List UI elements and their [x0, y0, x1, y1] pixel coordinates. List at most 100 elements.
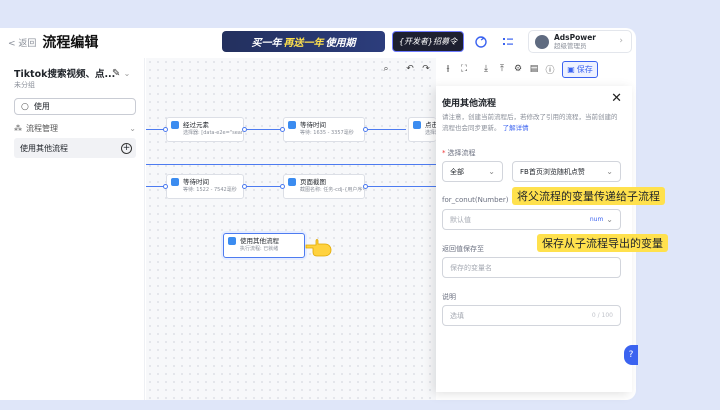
- search-icon[interactable]: ⌕: [383, 64, 389, 74]
- log-icon[interactable]: ▤: [529, 64, 539, 74]
- left-sidebar: Tiktok搜索视频、点... 未分组 ✎ ⌄ ○ 使用 ⁂ 流程管理 ⌄ 使用…: [0, 58, 145, 400]
- node-title: 页面截图: [300, 178, 326, 186]
- connector-line: [146, 186, 166, 187]
- node-port[interactable]: [163, 127, 168, 132]
- flow-node[interactable]: 等待时间 等待: 1635 - 3357毫秒: [283, 117, 365, 142]
- promo-highlight: 再送一年: [283, 38, 324, 49]
- notice-text: 请注意，创建当前流程后，若修改了引用的流程，当前创建的流程也会同步更新。: [442, 113, 618, 132]
- promo-suffix: 使用期: [325, 38, 356, 49]
- search-icon: ○: [21, 101, 29, 112]
- node-port[interactable]: [242, 184, 247, 189]
- tree-icon: ⁂: [14, 124, 22, 133]
- node-port[interactable]: [280, 127, 285, 132]
- node-port[interactable]: [242, 127, 247, 132]
- group-select[interactable]: 全部 ⌄: [442, 161, 503, 182]
- search-input[interactable]: ○ 使用: [14, 98, 136, 115]
- settings-icon[interactable]: ⚙: [513, 64, 523, 74]
- chevron-right-icon: ›: [619, 36, 623, 46]
- connector-line: [366, 129, 406, 130]
- info-icon[interactable]: ⓘ: [545, 65, 555, 76]
- node-desc: 执行流程: 已就绪: [240, 246, 279, 252]
- node-title: 经过元素: [183, 121, 209, 129]
- node-port[interactable]: [363, 184, 368, 189]
- pointing-hand-icon: [305, 236, 333, 258]
- export-icon[interactable]: ⤒: [500, 64, 504, 74]
- flow-canvas[interactable]: 经过元素 选择器: [data-e2e="search-vi... 等待时间 等…: [146, 58, 445, 400]
- refresh-icon[interactable]: [473, 34, 489, 50]
- fit-view-icon[interactable]: ⛶: [460, 64, 468, 74]
- select-flow-label: *选择流程: [442, 148, 476, 158]
- param-placeholder: 默认值: [450, 215, 471, 224]
- flow-name: Tiktok搜索视频、点...: [14, 69, 116, 80]
- node-icon: [228, 237, 236, 245]
- page-title: 流程编辑: [42, 35, 99, 51]
- node-desc: 截图名称: 任务-cdj-{用户序号}: [300, 187, 364, 193]
- node-icon: [413, 121, 421, 129]
- back-link[interactable]: < 返回: [8, 38, 37, 49]
- char-count: 0 / 100: [591, 312, 613, 319]
- task-list-icon[interactable]: [500, 34, 516, 50]
- desc-label: 说明: [442, 293, 456, 301]
- help-float-button[interactable]: ?: [624, 345, 638, 365]
- node-port[interactable]: [280, 184, 285, 189]
- flow-node[interactable]: 页面截图 截图名称: 任务-cdj-{用户序号}: [283, 174, 365, 199]
- save-to-label: 返回值保存至: [442, 245, 484, 253]
- flow-select-value: FB首页浏览随机点赞: [520, 167, 585, 176]
- import-icon[interactable]: ⤓: [484, 64, 488, 74]
- flow-node[interactable]: 经过元素 选择器: [data-e2e="search-vi...: [166, 117, 244, 142]
- learn-more-link[interactable]: 了解详情: [502, 124, 529, 132]
- flow-node[interactable]: 点击元 选择器: [data-...: [408, 117, 445, 142]
- select-flow-label-text: 选择流程: [447, 149, 476, 157]
- chevron-down-icon: ⌄: [129, 124, 136, 133]
- promo-banner[interactable]: 买一年 再送一年 使用期: [222, 31, 385, 52]
- node-desc: 选择器: [data-e2e="search-vi...: [183, 130, 243, 136]
- node-port[interactable]: [163, 184, 168, 189]
- save-label: 保存: [576, 64, 593, 74]
- flow-node[interactable]: 等待时间 等待: 1522 - 7542毫秒: [166, 174, 244, 199]
- param-label: for_conut(Number): [442, 196, 509, 204]
- connector-line: [146, 129, 166, 130]
- search-value: 使用: [33, 102, 50, 111]
- undo-icon[interactable]: ↶: [406, 64, 414, 74]
- align-icon[interactable]: ⫲: [446, 64, 450, 74]
- node-icon: [171, 178, 179, 186]
- promo-prefix: 买一年: [251, 38, 282, 49]
- chevron-down-icon: ⌄: [606, 215, 613, 224]
- top-bar: < 返回 流程编辑: [0, 28, 636, 56]
- avatar: [535, 34, 549, 49]
- node-icon: [288, 121, 296, 129]
- sidebar-item-use-other-flow[interactable]: 使用其他流程 +: [14, 138, 136, 158]
- close-icon[interactable]: ✕: [611, 91, 622, 106]
- node-title: 等待时间: [300, 121, 326, 129]
- node-title: 点击元: [425, 121, 445, 129]
- description-input[interactable]: 选填 0 / 100: [442, 305, 621, 326]
- user-menu[interactable]: AdsPower 超级管理员 ›: [528, 30, 632, 53]
- param-type: num: [589, 216, 604, 223]
- flow-node-selected[interactable]: 使用其他流程 执行流程: 已就绪: [223, 233, 305, 258]
- desc-placeholder: 选填: [450, 311, 464, 320]
- callout-save-vars: 保存从子流程导出的变量: [537, 234, 668, 252]
- node-port[interactable]: [363, 127, 368, 132]
- chevron-down-icon: ⌄: [488, 167, 495, 176]
- save-to-placeholder: 保存的变量名: [450, 263, 492, 272]
- canvas-toolbar: ⌕ ↶ ↷ ⫲ ⛶ ⤓ ⤒ ⚙ ▤ ⓘ ▣ 保存: [378, 60, 632, 78]
- node-desc: 等待: 1635 - 3357毫秒: [300, 130, 354, 136]
- redo-icon[interactable]: ↷: [422, 64, 430, 74]
- save-to-input[interactable]: 保存的变量名: [442, 257, 621, 278]
- chevron-down-icon: ⌄: [606, 167, 613, 176]
- section-flow-management[interactable]: ⁂ 流程管理 ⌄: [14, 123, 136, 134]
- node-desc: 等待: 1522 - 7542毫秒: [183, 187, 237, 193]
- node-title: 使用其他流程: [240, 237, 279, 245]
- node-settings-panel: 使用其他流程 ✕ 请注意，创建当前流程后，若修改了引用的流程，当前创建的流程也会…: [436, 86, 632, 392]
- save-button[interactable]: ▣ 保存: [562, 60, 598, 78]
- add-icon[interactable]: +: [121, 142, 132, 154]
- group-select-value: 全部: [450, 167, 464, 176]
- save-icon: ▣: [567, 64, 575, 74]
- edit-icon[interactable]: ✎ ⌄: [112, 68, 131, 79]
- recruit-banner[interactable]: {开发者}招募令: [392, 31, 464, 52]
- flow-select[interactable]: FB首页浏览随机点赞 ⌄: [512, 161, 621, 182]
- param-input[interactable]: 默认值 num ⌄: [442, 209, 621, 230]
- connector-line: [246, 186, 281, 187]
- node-icon: [171, 121, 179, 129]
- panel-notice: 请注意，创建当前流程后，若修改了引用的流程，当前创建的流程也会同步更新。 了解详…: [442, 112, 622, 134]
